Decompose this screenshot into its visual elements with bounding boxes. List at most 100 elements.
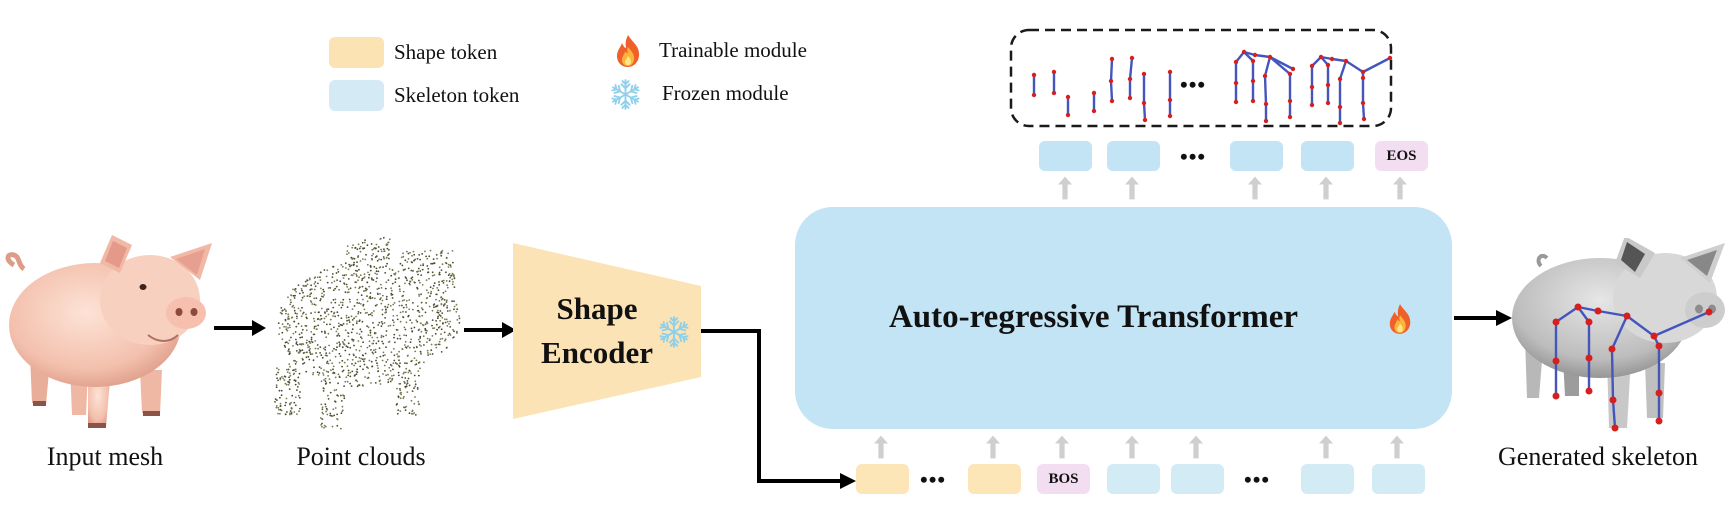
point (417, 370, 420, 372)
point (338, 352, 341, 355)
point (424, 327, 427, 330)
point (396, 353, 398, 355)
point (382, 335, 385, 338)
point (338, 361, 341, 364)
point (429, 295, 431, 297)
point (288, 376, 290, 379)
point (293, 320, 295, 323)
point (278, 408, 280, 411)
point (413, 259, 415, 262)
point (373, 326, 375, 329)
point (411, 321, 413, 324)
point (336, 394, 339, 397)
point (406, 279, 408, 282)
point (361, 337, 363, 340)
point (340, 306, 343, 309)
point (384, 317, 386, 319)
point (334, 376, 337, 379)
fire-icon (617, 35, 640, 67)
joint (1361, 116, 1367, 122)
point (446, 310, 449, 312)
point (448, 332, 451, 335)
point (451, 250, 454, 252)
up-arrow-icon (1390, 435, 1404, 459)
point (419, 281, 421, 284)
point (361, 320, 364, 323)
point (357, 291, 360, 294)
point (441, 337, 444, 340)
point (360, 336, 362, 338)
point (358, 333, 361, 335)
point (389, 380, 392, 383)
point (329, 412, 332, 415)
point (305, 313, 307, 316)
point (353, 354, 355, 357)
point (289, 303, 292, 306)
transformer-title: Auto-regressive Transformer (888, 299, 1299, 335)
point (295, 342, 298, 345)
point (288, 353, 291, 356)
shape-token (968, 464, 1021, 494)
point (384, 311, 387, 314)
point (362, 368, 364, 371)
point (293, 309, 296, 312)
point (435, 343, 438, 346)
joint (1233, 80, 1239, 86)
point (321, 356, 324, 359)
point (436, 311, 439, 314)
point (447, 274, 450, 277)
point (392, 324, 395, 327)
bone (1610, 314, 1629, 351)
point (292, 369, 294, 372)
point (431, 309, 434, 312)
point (350, 315, 353, 318)
point (349, 287, 352, 290)
point (398, 365, 401, 368)
point (336, 424, 339, 427)
point (388, 268, 391, 270)
bone (1610, 347, 1615, 402)
point (293, 297, 296, 299)
point (310, 336, 313, 339)
point (371, 258, 374, 261)
skeleton-token (1301, 464, 1354, 494)
point (411, 261, 413, 264)
point (381, 322, 384, 325)
point (391, 375, 393, 377)
joint (1325, 62, 1331, 68)
point (342, 323, 345, 325)
autoregressive-transformer-block: Auto-regressive Transformer (795, 207, 1452, 429)
point (362, 298, 364, 301)
point (352, 263, 355, 266)
point (408, 412, 411, 415)
point (296, 317, 298, 320)
point (407, 371, 410, 374)
point (408, 346, 411, 349)
point (421, 314, 424, 317)
point (369, 331, 372, 334)
point (431, 262, 434, 265)
point (357, 279, 359, 282)
point (385, 243, 388, 245)
point (420, 330, 423, 333)
point (275, 386, 278, 389)
point (294, 288, 297, 290)
point (364, 287, 367, 290)
point (328, 352, 331, 355)
point (441, 249, 444, 252)
point (420, 345, 422, 347)
point (402, 290, 405, 293)
point (440, 303, 443, 306)
point (349, 375, 352, 378)
up-arrow-icon (1319, 435, 1333, 459)
point (358, 349, 361, 352)
up-arrow-icon (1248, 176, 1262, 200)
point (288, 372, 291, 374)
point (376, 288, 379, 290)
up-arrow-icon (1055, 435, 1069, 459)
point (445, 280, 448, 282)
point (446, 320, 449, 323)
point (277, 379, 279, 382)
point (341, 274, 344, 277)
snowflake-icon (658, 316, 690, 348)
